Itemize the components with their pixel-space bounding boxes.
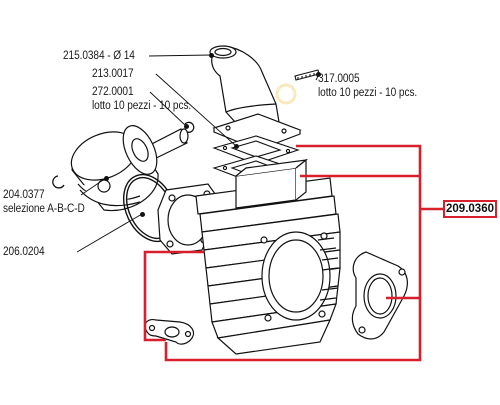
- piston: [70, 125, 159, 212]
- leader-lines: [76, 54, 320, 253]
- label-stud: 317.0005: [318, 73, 360, 85]
- label-pin-clip-qty: lotto 10 pezzi - 10 pcs.: [92, 100, 192, 112]
- label-gasket-set: 213.0017: [92, 68, 134, 80]
- leader-dot-manifold: [209, 53, 214, 58]
- kit-code-box: 209.0360: [443, 200, 497, 218]
- leader-dot-piston: [104, 176, 109, 181]
- leader-dot-gasket: [234, 144, 239, 149]
- label-manifold: 215.0384 - Ø 14: [63, 50, 135, 62]
- leader-dot-clip: [184, 124, 189, 129]
- label-piston: 204.0377: [3, 189, 45, 201]
- exhaust-gasket: [351, 251, 408, 340]
- label-piston-selection: selezione A-B-C-D: [3, 203, 85, 215]
- label-pin-clip: 272.0001: [92, 86, 134, 98]
- leader-dot-ring: [140, 212, 145, 217]
- label-stud-qty: lotto 10 pezzi - 10 pcs.: [318, 87, 418, 99]
- intake-manifold: [209, 45, 302, 151]
- kit-bracket-lines: [143, 144, 443, 362]
- pin-clips: [52, 121, 195, 189]
- label-ring: 206.0204: [3, 246, 45, 258]
- cylinder: [195, 158, 341, 355]
- port-gasket: [144, 319, 195, 345]
- leader-dot-stud: [316, 72, 321, 77]
